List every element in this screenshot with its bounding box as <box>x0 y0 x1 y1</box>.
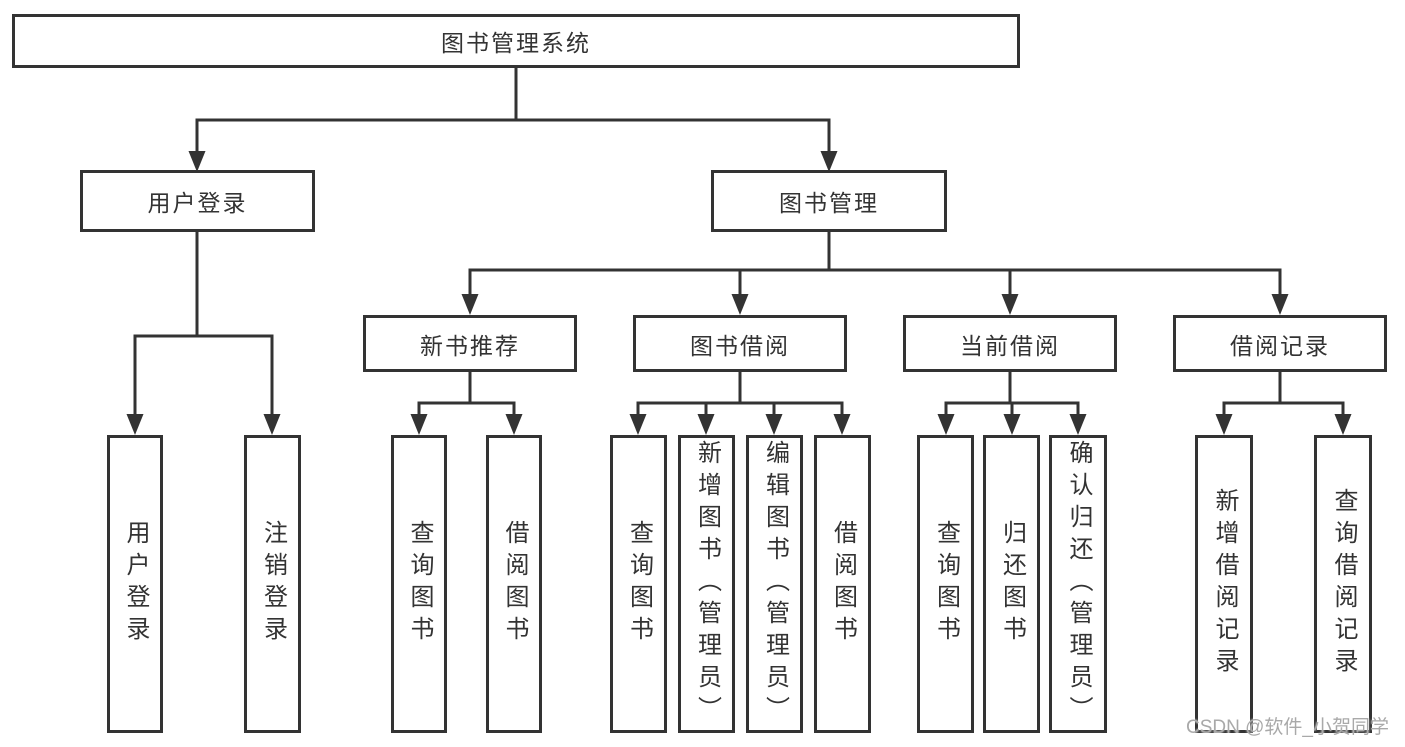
arrowhead <box>1003 414 1021 435</box>
leaf-current-query-books: 查询图书 <box>917 435 974 733</box>
leaf-user-login: 用户登录 <box>107 435 163 733</box>
arrowhead <box>1215 414 1233 435</box>
leaf-current-return-books-label: 归还图书 <box>998 520 1026 648</box>
leaf-borrow-query-books-label: 查询图书 <box>625 520 653 648</box>
connector-new-book-branch <box>410 372 523 435</box>
leaf-borrow-add-books-admin: 新增图书（管理员） <box>678 435 735 733</box>
arrowhead <box>1271 294 1289 315</box>
arrowhead <box>629 414 647 435</box>
leaf-borrow-borrow-books: 借阅图书 <box>814 435 871 733</box>
leaf-records-add-borrow-record-label: 新增借阅记录 <box>1211 488 1238 680</box>
node-user-login: 用户登录 <box>80 170 315 232</box>
arrowhead <box>731 294 749 315</box>
leaf-newbook-query-books-label: 查询图书 <box>406 520 433 648</box>
node-borrow-records: 借阅记录 <box>1173 315 1387 372</box>
leaf-borrow-add-books-admin-label: 新增图书（管理员） <box>693 440 721 728</box>
arrowhead <box>188 151 206 172</box>
arrowhead <box>1069 414 1087 435</box>
leaf-borrow-edit-books-admin-label: 编辑图书（管理员） <box>761 440 789 728</box>
arrowhead <box>410 414 428 435</box>
leaf-user-login-label: 用户登录 <box>122 520 149 648</box>
arrowhead <box>461 294 479 315</box>
leaf-current-query-books-label: 查询图书 <box>932 520 960 648</box>
csdn-watermark: CSDN @软件_小贺同学 <box>1186 717 1389 738</box>
connector-user-login-branch <box>126 232 281 435</box>
node-root-label: 图书管理系统 <box>441 30 591 56</box>
leaf-records-query-borrow-record-label: 查询借阅记录 <box>1330 488 1357 680</box>
leaf-current-return-books: 归还图书 <box>983 435 1040 733</box>
node-borrow-records-label: 借阅记录 <box>1230 332 1330 359</box>
leaf-borrow-borrow-books-label: 借阅图书 <box>829 520 857 648</box>
leaf-newbook-query-books: 查询图书 <box>391 435 447 733</box>
arrowhead <box>765 414 783 435</box>
leaf-newbook-borrow-books: 借阅图书 <box>486 435 542 733</box>
node-new-book-recommend-label: 新书推荐 <box>420 332 520 359</box>
node-book-management: 图书管理 <box>711 170 947 232</box>
node-book-management-label: 图书管理 <box>779 190 879 216</box>
connector-root-to-level2 <box>188 68 838 172</box>
leaf-logout-login: 注销登录 <box>244 435 301 733</box>
leaf-newbook-borrow-books-label: 借阅图书 <box>501 520 528 648</box>
arrowhead <box>833 414 851 435</box>
arrowhead <box>820 151 838 172</box>
arrowhead <box>697 414 715 435</box>
arrowhead <box>937 414 955 435</box>
arrowhead <box>126 414 144 435</box>
connector-borrow-records-branch <box>1215 372 1352 435</box>
leaf-records-add-borrow-record: 新增借阅记录 <box>1195 435 1253 733</box>
connector-current-borrow-branch <box>937 372 1087 435</box>
node-root: 图书管理系统 <box>12 14 1020 68</box>
arrowhead <box>263 414 281 435</box>
node-current-borrow-label: 当前借阅 <box>960 332 1060 359</box>
arrowhead <box>505 414 523 435</box>
leaf-borrow-query-books: 查询图书 <box>610 435 667 733</box>
leaf-logout-login-label: 注销登录 <box>259 520 287 648</box>
leaf-current-confirm-return-admin: 确认归还（管理员） <box>1049 435 1107 733</box>
node-current-borrow: 当前借阅 <box>903 315 1117 372</box>
arrowhead <box>1001 294 1019 315</box>
leaf-borrow-edit-books-admin: 编辑图书（管理员） <box>746 435 803 733</box>
node-user-login-label: 用户登录 <box>147 190 248 216</box>
leaf-current-confirm-return-admin-label: 确认归还（管理员） <box>1065 440 1092 728</box>
connector-book-management-branch <box>461 232 1289 315</box>
node-book-borrow: 图书借阅 <box>633 315 847 372</box>
leaf-records-query-borrow-record: 查询借阅记录 <box>1314 435 1372 733</box>
node-new-book-recommend: 新书推荐 <box>363 315 577 372</box>
arrowhead <box>1334 414 1352 435</box>
connector-book-borrow-branch <box>629 372 851 435</box>
node-book-borrow-label: 图书借阅 <box>690 332 790 359</box>
